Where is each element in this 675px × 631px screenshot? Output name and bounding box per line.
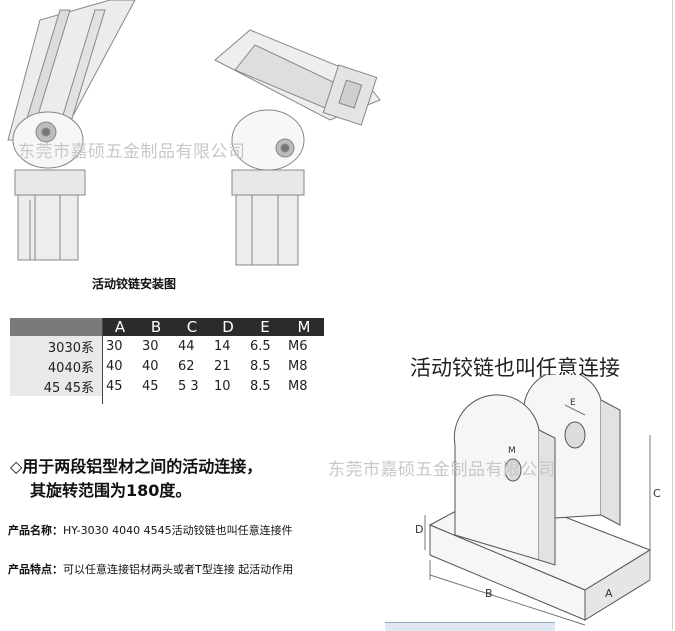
watermark-top: 东莞市嘉硕五金制品有限公司	[18, 142, 246, 162]
spec-col-b: B	[138, 318, 174, 336]
cell: 40	[142, 358, 159, 374]
series-label: 4040系	[10, 356, 102, 376]
spec-col-m: M	[284, 318, 324, 336]
hinge-dimension-drawing: B A C D M E	[415, 375, 661, 626]
usage-line-1: ◇用于两段铝型材之间的活动连接，	[10, 457, 263, 476]
hinge-install-illustration	[7, 0, 381, 266]
series-label: 3030系	[10, 336, 102, 356]
table-row: 45 45系 45 45 5 3 10 8.5 M8	[10, 376, 324, 396]
cell: M6	[288, 338, 308, 354]
spec-col-c: C	[174, 318, 210, 336]
dim-label-m: M	[508, 446, 516, 456]
product-feature: 产品特点：可以任意连接铝材两头或者T型连接 起活动作用	[8, 561, 293, 577]
series-label: 45 45系	[10, 376, 102, 396]
dim-label-e: E	[570, 398, 576, 408]
install-caption: 活动铰链安装图	[92, 277, 177, 291]
dim-label-a: A	[605, 587, 613, 600]
cell: 5 3	[178, 378, 199, 394]
cell: 45	[106, 378, 123, 394]
cell: 45	[142, 378, 159, 394]
cell: 30	[142, 338, 159, 354]
spec-col-e: E	[246, 318, 284, 336]
product-feature-label: 产品特点：	[8, 563, 63, 576]
table-row: 3030系 30 30 44 14 6.5 M6	[10, 336, 324, 356]
cell: 8.5	[250, 358, 271, 374]
spec-corner	[10, 318, 102, 336]
spec-table: A B C D E M 3030系 30 30 44 14 6.5 M6 404…	[10, 318, 324, 396]
spec-header-row: A B C D E M	[10, 318, 324, 336]
right-title: 活动铰链也叫任意连接	[410, 356, 620, 380]
dim-label-b: B	[485, 587, 493, 600]
product-feature-value: 可以任意连接铝材两头或者T型连接 起活动作用	[63, 563, 294, 576]
cell: 30	[106, 338, 123, 354]
cell: M8	[288, 378, 308, 394]
cell: 10	[214, 378, 231, 394]
product-name: 产品名称：HY-3030 4040 4545活动铰链也叫任意连接件	[8, 522, 293, 538]
dim-label-d: D	[415, 523, 423, 536]
cell: 8.5	[250, 378, 271, 394]
cell: 40	[106, 358, 123, 374]
table-divider	[102, 318, 103, 404]
spec-col-d: D	[210, 318, 246, 336]
cell: 62	[178, 358, 195, 374]
cell: M8	[288, 358, 308, 374]
table-row: 4040系 40 40 62 21 8.5 M8	[10, 356, 324, 376]
bottom-strip	[385, 622, 555, 631]
cell: 21	[214, 358, 231, 374]
watermark-mid: 东莞市嘉硕五金制品有限公司	[328, 460, 556, 480]
usage-line-2: 其旋转范围为180度。	[30, 481, 192, 500]
dim-label-c: C	[653, 487, 661, 500]
cell: 44	[178, 338, 195, 354]
spec-col-a: A	[102, 318, 138, 336]
product-name-value: HY-3030 4040 4545活动铰链也叫任意连接件	[63, 524, 293, 537]
product-name-label: 产品名称：	[8, 524, 63, 537]
page-right-border	[672, 0, 673, 630]
cell: 14	[214, 338, 231, 354]
cell: 6.5	[250, 338, 271, 354]
